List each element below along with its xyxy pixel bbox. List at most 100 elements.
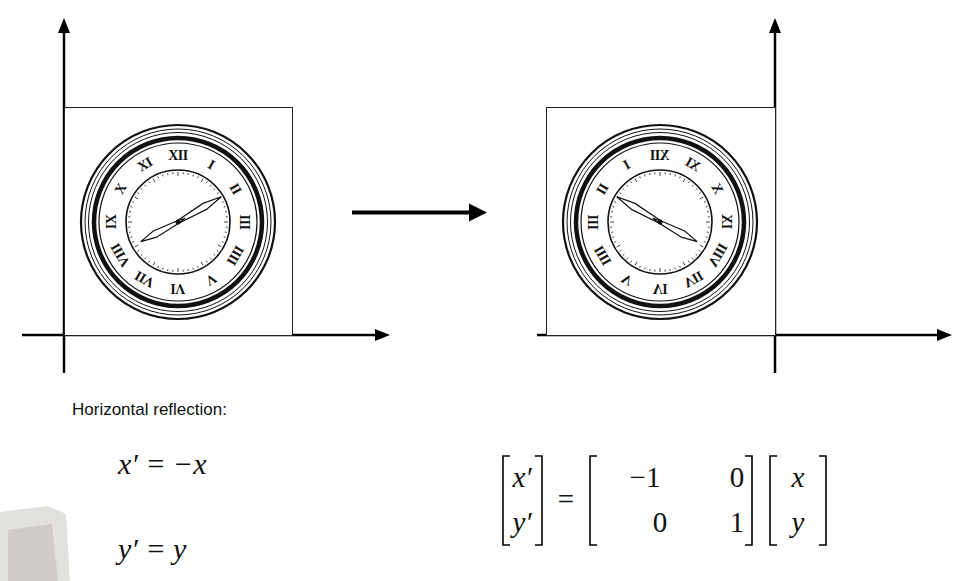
minute-tick [683,262,685,265]
bracket [503,456,510,545]
minute-tick [210,185,211,186]
minute-tick [623,254,624,255]
clock-ring [576,138,744,306]
minute-tick [674,174,676,176]
minute-tick [206,261,207,263]
arrowhead [58,18,70,33]
minute-tick [639,176,641,178]
clock-numeral: X [112,181,129,196]
minute-tick [197,176,199,178]
clock-frame: XIIIIIIIIIIIIVVIVIIVIIIIXXXI [546,107,776,336]
minute-tick [217,250,219,251]
clock-pin [176,220,181,225]
clock-ring [567,129,753,315]
clock-numeral: II [594,181,611,197]
photo-fragment [0,506,70,581]
minute-tick [201,179,203,182]
minute-tick [665,270,666,272]
minute-tick [157,266,159,268]
minute-tick [707,231,709,232]
minute-tick [707,211,709,212]
minute-tick [187,173,188,175]
matrix-entry: 0 [653,507,668,539]
minute-tick [631,261,632,263]
minute-tick [649,269,650,271]
minute-tick [610,216,612,217]
hour-hand [141,218,185,241]
minute-tick [153,262,155,265]
clock-face [563,125,757,319]
clock-numeral: IX [719,215,733,230]
clock-numeral: I [205,158,216,173]
minute-tick [183,172,184,174]
minute-tick [620,250,622,251]
minute-tick [141,254,142,255]
matrix-brackets [503,456,826,545]
minute-tick [612,236,614,238]
clock-numeral: XI [683,155,703,174]
vector-entry: y [792,507,805,539]
minute-tick [674,268,676,270]
minute-tick [222,201,224,203]
minute-tick [224,222,228,223]
minute-tick [135,197,138,199]
minute-tick [172,270,173,272]
minute-tick [679,266,681,268]
axes [22,30,939,373]
minute-tick [132,241,134,243]
minute-tick [614,201,616,203]
minute-tick [610,227,612,228]
minute-tick [635,179,637,182]
arrowhead [769,18,781,33]
minute-tick [654,270,655,272]
minute-tick [128,227,130,228]
clock-ring [608,170,712,274]
clock-numeral: IX [105,215,119,230]
minute-tick [145,258,146,259]
clock-numeral: V [619,271,634,288]
minute-tick [192,268,194,270]
minute-tick [217,193,219,194]
arrow-shaft [352,211,471,215]
minute-tick [167,173,168,175]
minute-tick [218,245,221,247]
minute-tick [692,258,693,259]
clock-numeral: II [227,181,244,197]
clock-numeral: XII [650,149,670,163]
minute-tick [214,254,215,255]
minute-tick [706,222,710,223]
minute-tick [708,227,710,228]
clock-ring [571,133,750,312]
minute-tick [226,216,228,217]
matrix-entry: 1 [730,507,745,539]
minute-tick [149,261,150,263]
minute-tick [225,211,227,212]
minute-tick [611,211,613,212]
minute-tick [167,269,168,271]
clock-pin [658,220,663,225]
minute-tick [696,189,697,190]
minute-tick [627,185,628,186]
minute-tick [623,189,624,190]
minute-tick [706,206,708,208]
hour-hand [653,218,697,241]
matrix-entry: 0 [730,462,745,494]
minute-tick [699,250,701,251]
clock-numeral: IIII [224,243,246,267]
equation: x′ = −x [118,447,207,480]
bracket [770,456,777,545]
clock-ring [581,143,739,301]
clock-numeral: IIII [592,243,614,267]
photo-fragment [8,524,58,581]
bracket [745,456,752,545]
minute-tick [130,206,132,208]
minute-tick [224,206,226,208]
minute-tick [635,262,637,265]
equals-sign: = [558,484,574,516]
clock-ring [94,138,262,306]
minute-tick [224,236,226,238]
minute-tick [683,179,685,182]
minute-tick [704,201,706,203]
minute-tick [700,245,703,247]
clock-ring [81,125,275,319]
